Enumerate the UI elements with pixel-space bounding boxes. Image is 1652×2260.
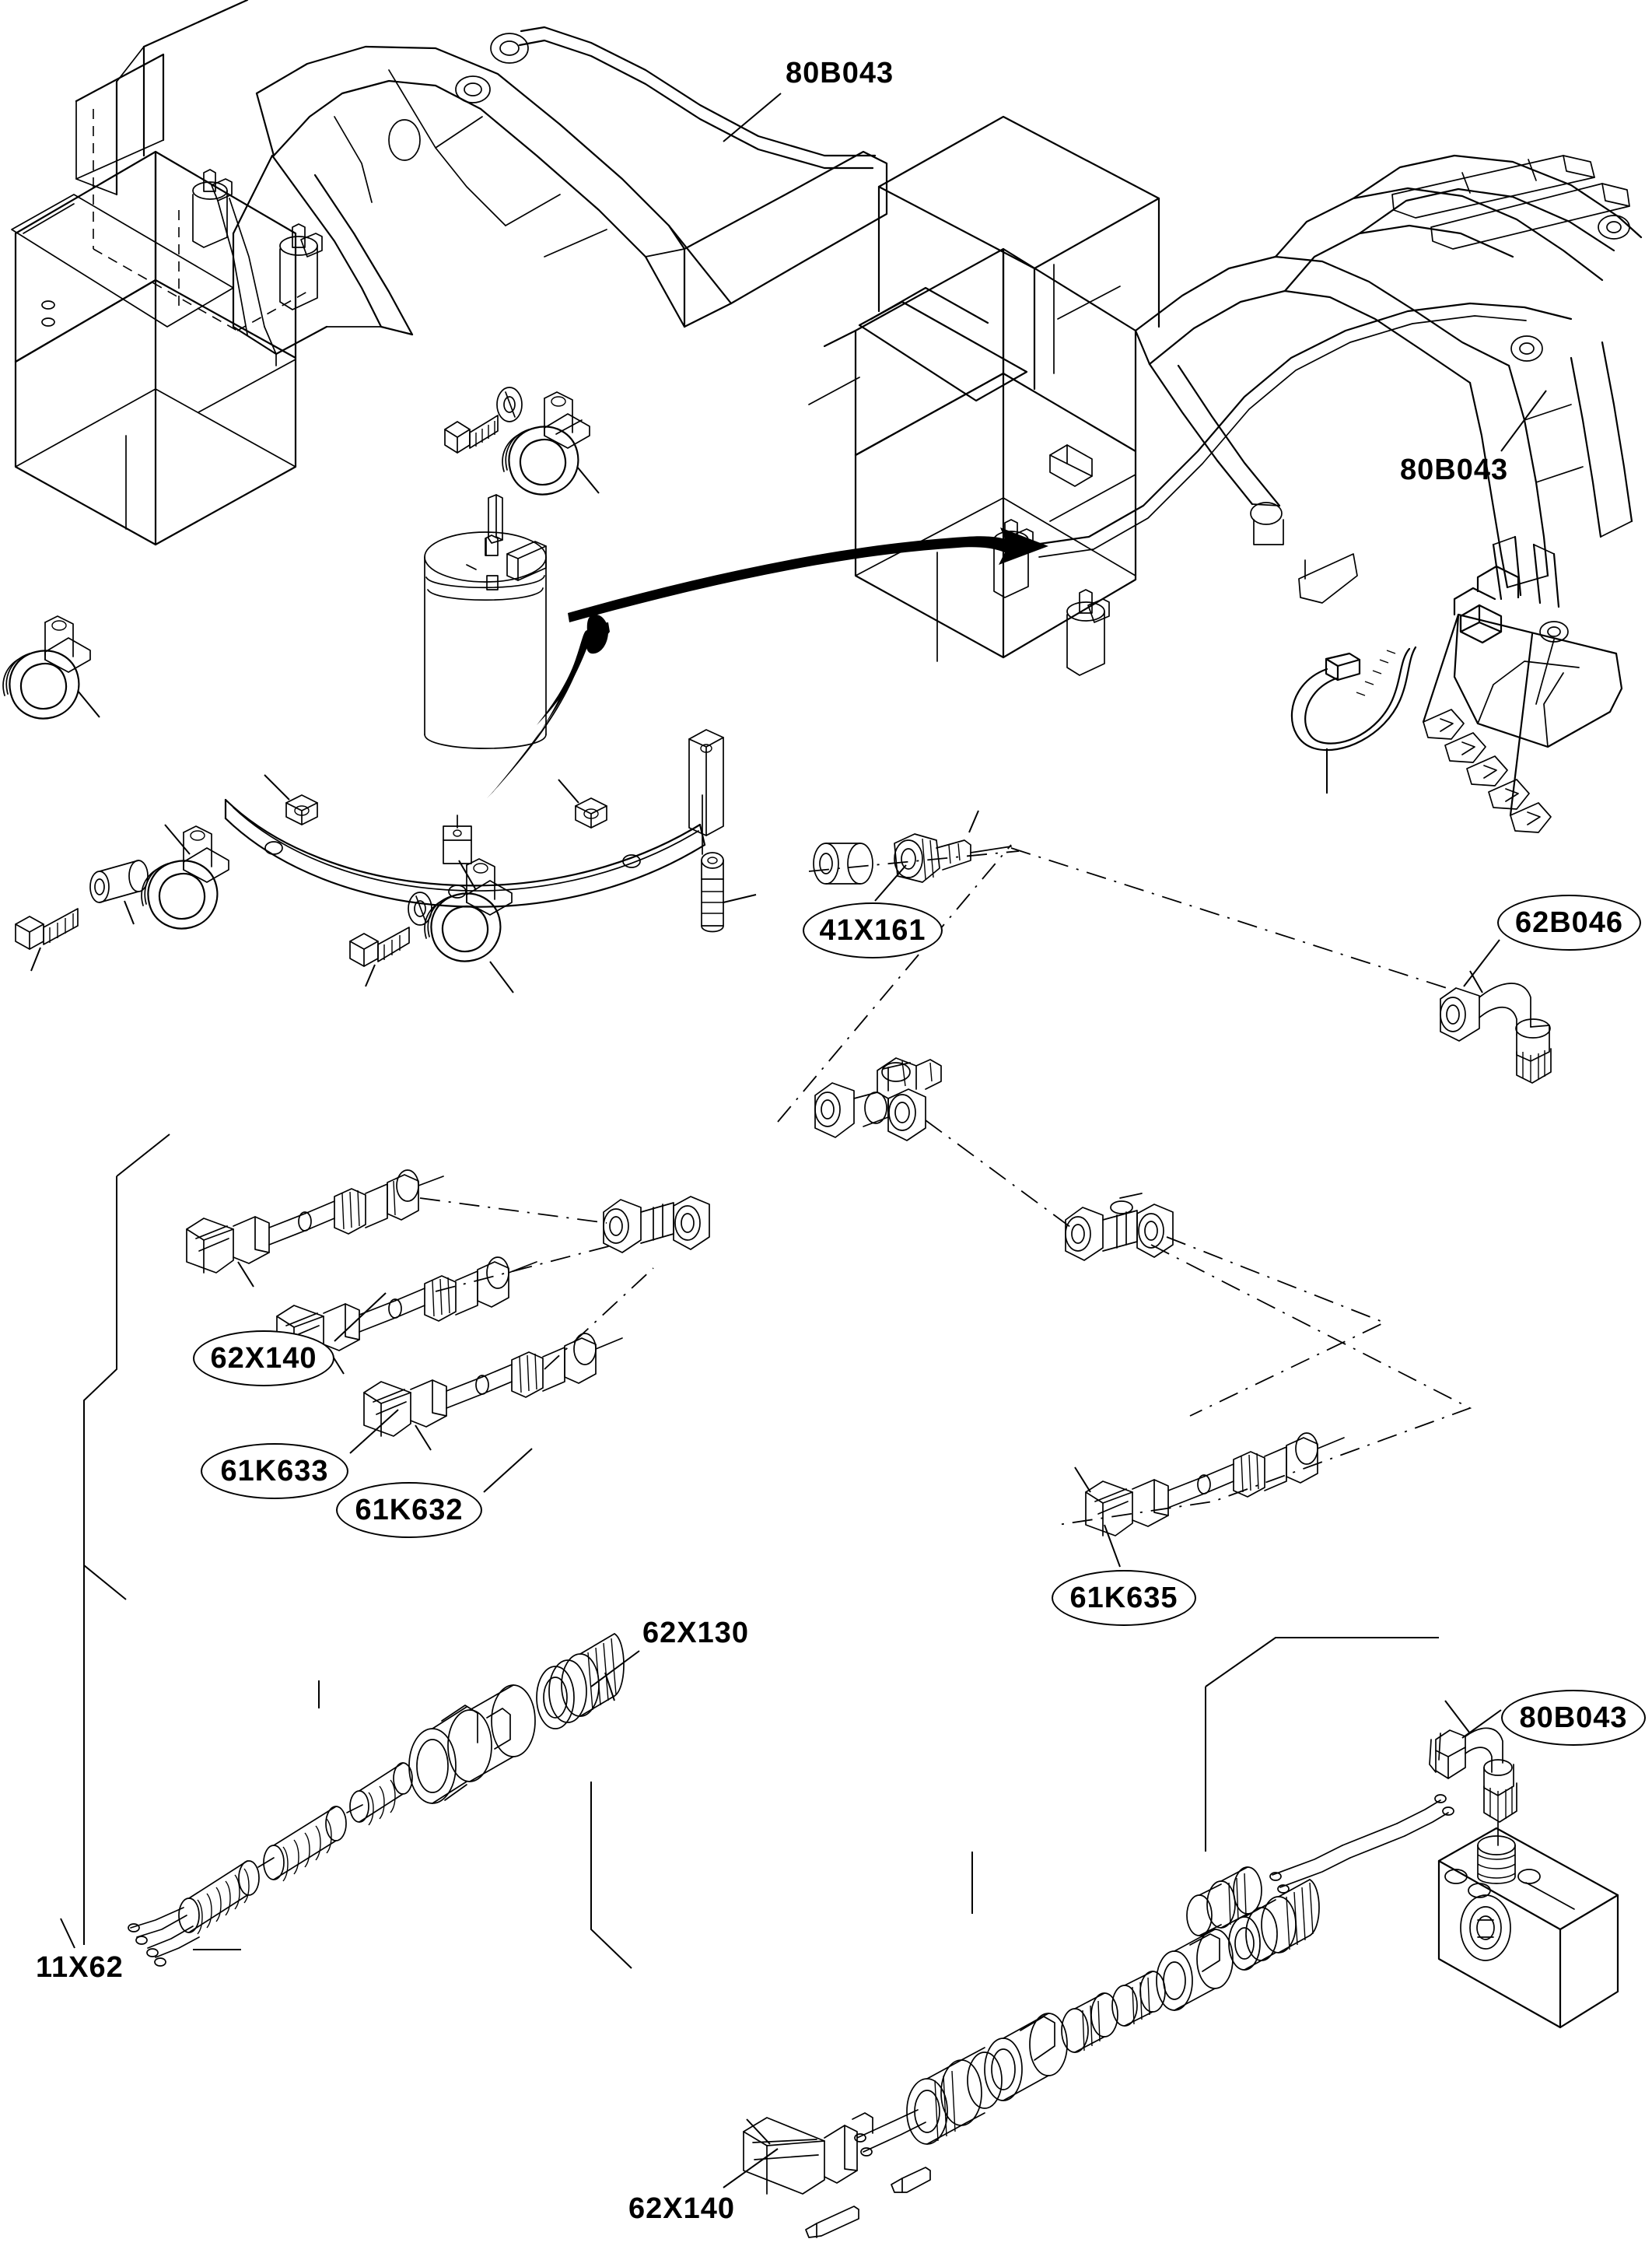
callout-80b043-upper-right: 80B043 xyxy=(1400,454,1509,486)
left-deck-solenoid-1 xyxy=(192,169,233,248)
connector-11x62 xyxy=(128,1633,625,1967)
right-deck-solenoid-2 xyxy=(1066,589,1110,676)
inline-coupling-left xyxy=(603,1196,710,1253)
fitting-62b046 xyxy=(1440,970,1552,1084)
clamp-group-lower-left xyxy=(15,824,229,972)
callout-61k635: 61K635 xyxy=(1052,1570,1196,1626)
bolt-lower-mid xyxy=(349,927,410,987)
group-boundary-lines xyxy=(83,1134,1439,1969)
callout-61k633: 61K633 xyxy=(201,1443,348,1499)
clamp-group-left xyxy=(2,615,100,720)
curved-bracket xyxy=(224,729,724,908)
washer-lower-mid xyxy=(408,892,432,926)
callout-62b046: 62B046 xyxy=(1497,895,1641,951)
bolt-upper-left xyxy=(444,415,499,454)
clamp-group-lower-mid xyxy=(349,858,513,987)
cable-tie xyxy=(1290,553,1417,794)
connector-62x140-bottom xyxy=(743,1879,1320,2238)
machine-right-view xyxy=(808,115,1643,676)
tee-fitting-center xyxy=(814,1057,942,1141)
harness-61k632 xyxy=(363,1333,623,1451)
bolt-lower-left xyxy=(15,908,79,972)
spacer-lower-left xyxy=(89,860,149,925)
harness-62x140 xyxy=(186,1169,444,1288)
callout-80b043-bottom-right: 80B043 xyxy=(1501,1690,1646,1746)
assembly-centerlines xyxy=(419,844,1472,1526)
machine-left-view xyxy=(11,0,888,546)
callout-80b043-top: 80B043 xyxy=(786,57,894,89)
callout-62x140-bottom: 62X140 xyxy=(628,2192,736,2225)
callout-62x140-left: 62X140 xyxy=(193,1330,334,1386)
vertical-stud xyxy=(701,794,757,933)
bracket-nut-and-bolt xyxy=(264,774,757,993)
filter-canister xyxy=(424,494,1048,798)
washer-upper-left xyxy=(496,387,523,422)
callout-41x161: 41X161 xyxy=(803,902,943,958)
valve-block xyxy=(1186,1700,1619,2029)
harness-61k635 xyxy=(1074,1432,1345,1536)
callout-62x130: 62X130 xyxy=(642,1617,750,1649)
callout-61k632: 61K632 xyxy=(336,1482,482,1538)
callout-leaders xyxy=(60,93,1547,2188)
bucket-assembly xyxy=(1422,535,1623,833)
left-deck-solenoid-2 xyxy=(279,223,323,310)
clamp-group-upper-left xyxy=(444,387,600,496)
inline-coupling-right xyxy=(1065,1193,1174,1261)
callout-11x62: 11X62 xyxy=(36,1951,124,1984)
